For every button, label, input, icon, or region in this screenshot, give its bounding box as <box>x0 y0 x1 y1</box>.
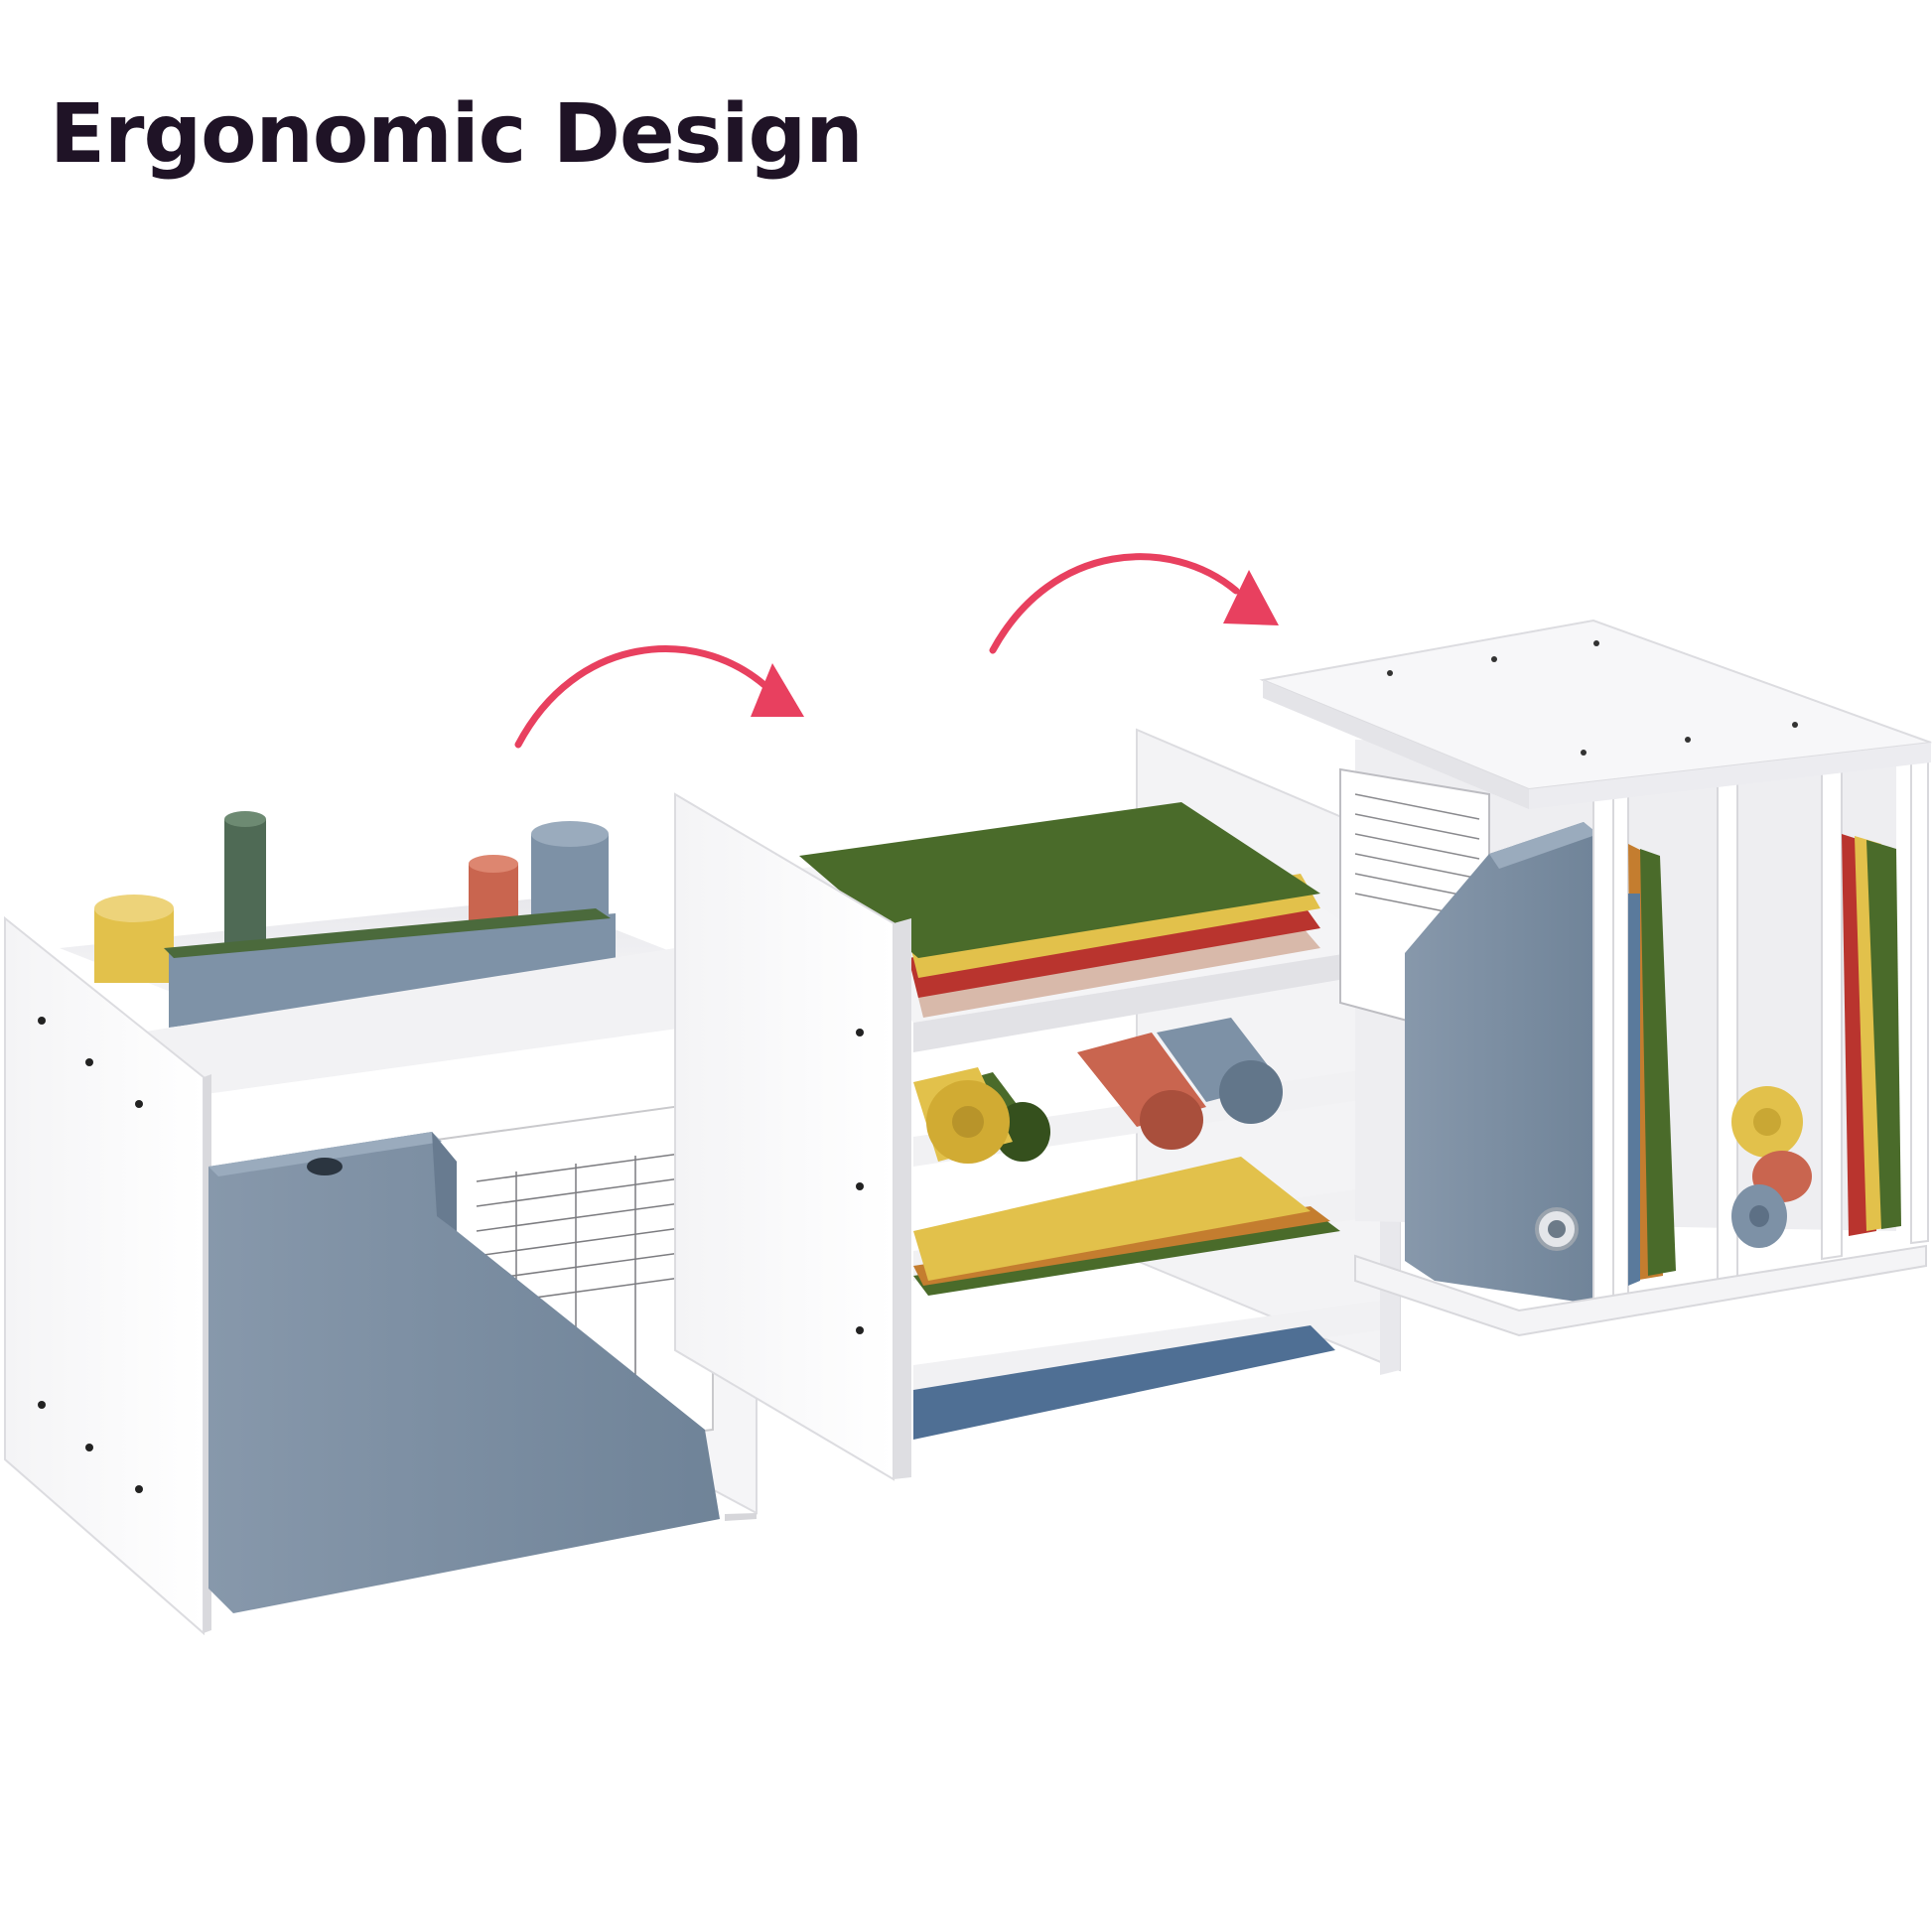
binder <box>1405 822 1603 1306</box>
right-organizer <box>1259 619 1932 1337</box>
shelf-rolls <box>913 1018 1283 1164</box>
curved-arrow-icon-right <box>989 553 1279 654</box>
curved-arrow-icon-left <box>514 645 804 749</box>
left-organizer <box>4 811 758 1636</box>
felt-stack <box>799 802 1320 1018</box>
middle-organizer <box>674 728 1401 1481</box>
shelf-folders <box>913 1157 1340 1296</box>
paper-rolls <box>94 811 609 983</box>
headline: Ergonomic Design <box>50 87 864 182</box>
top-board <box>1259 619 1932 809</box>
magazine-file <box>208 1132 720 1613</box>
